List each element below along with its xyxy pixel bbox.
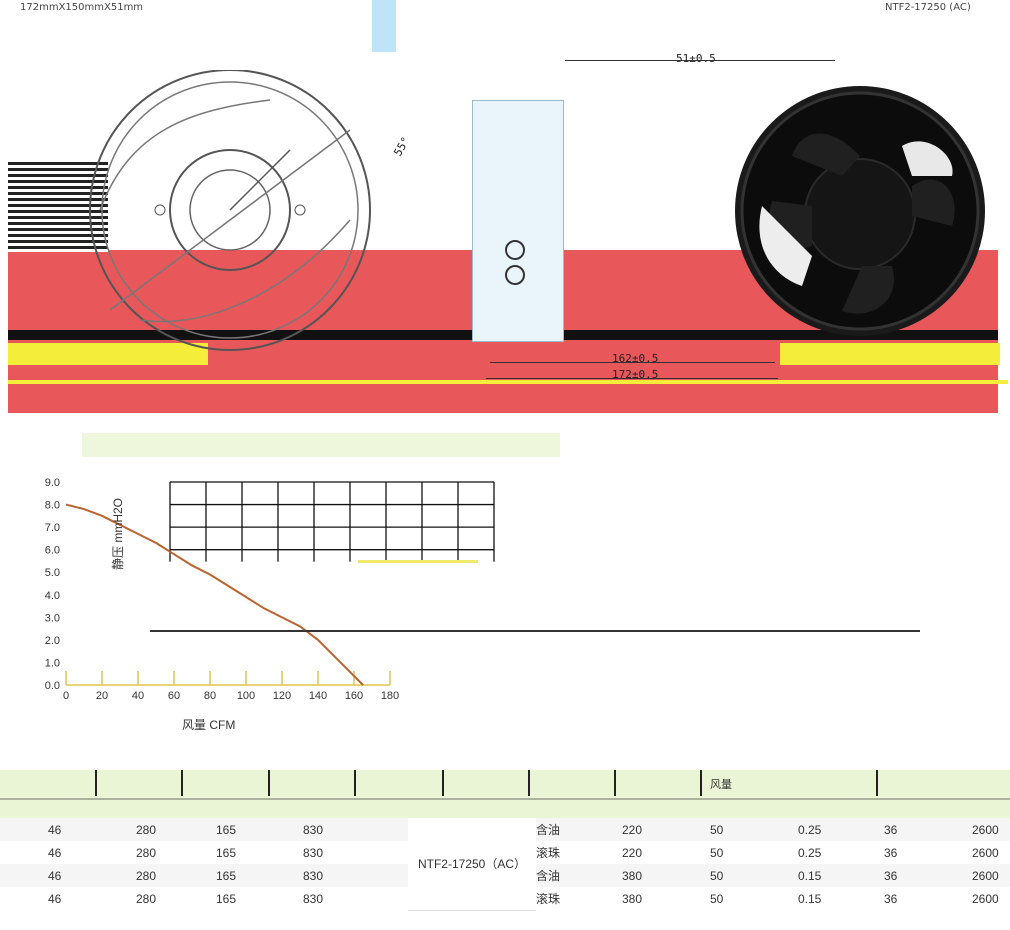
y-tick-label: 6.0 (45, 545, 60, 557)
cell: 46 (48, 864, 136, 887)
cell: 165 (216, 845, 237, 860)
y-ticks: 0.0 1.0 2.0 3.0 4.0 5.0 6.0 7.0 8.0 9.0 (45, 477, 60, 692)
cell: 280 (136, 818, 216, 841)
x-tick-label: 20 (96, 690, 108, 702)
cell: 滚珠 (536, 846, 561, 860)
table-row: 46 280 165 830 滚珠 380 50 0.15 36 2600 (0, 887, 1010, 910)
cell: 50 (710, 891, 724, 906)
cell: 280 (136, 891, 157, 906)
fan-outline-drawing (89, 70, 371, 351)
depth-line (565, 60, 835, 61)
cell: 36 (884, 864, 972, 887)
cell: 2600 (972, 818, 1010, 841)
cell: 830 (303, 818, 408, 841)
x-tick-label: 40 (132, 690, 144, 702)
cell: 36 (884, 845, 898, 860)
cell: 220 (622, 818, 710, 841)
x-axis-title: 风量 CFM (182, 718, 235, 732)
cell: 165 (216, 864, 303, 887)
cell: 220 (622, 845, 643, 860)
outer-dim-line (486, 378, 778, 379)
y-tick-label: 2.0 (45, 635, 60, 647)
x-tick-label: 60 (168, 690, 180, 702)
top-model-label: NTF2-17250 (AC) (885, 2, 971, 13)
model-cell: NTF2-17250（AC） (408, 818, 536, 911)
top-size-label: 172mmX150mmX51mm (20, 2, 144, 13)
cell: 36 (884, 818, 972, 841)
cell: 含油 (536, 818, 622, 841)
cell: 50 (710, 845, 724, 860)
cell: 36 (884, 891, 898, 906)
cell: 280 (136, 845, 157, 860)
y-tick-label: 9.0 (45, 477, 60, 489)
chart-curve (65, 503, 364, 686)
yellow-band-left (8, 343, 208, 365)
cell: 50 (710, 818, 798, 841)
cell: 0.15 (798, 891, 822, 906)
cell: 46 (48, 891, 62, 906)
x-tick-label: 120 (273, 690, 291, 702)
cell: 280 (136, 864, 216, 887)
yellow-line (8, 380, 1008, 384)
yellow-band-right (780, 343, 1000, 365)
inner-dim-line (490, 362, 775, 363)
x-tick-label: 140 (309, 690, 327, 702)
x-tick-label: 0 (63, 690, 69, 702)
cell: 830 (303, 845, 324, 860)
table-row: 46 280 165 830 NTF2-17250（AC） 含油 220 50 … (0, 818, 1010, 911)
inner-dimension: 162±0.5 (612, 352, 659, 365)
x-tick-label: 160 (345, 690, 363, 702)
table-header: 风量 (0, 770, 1010, 818)
cell: 380 (622, 864, 710, 887)
table-row: 46 280 165 830 滚珠 220 50 0.25 36 2600 (0, 841, 1010, 864)
chart-header-bar (82, 433, 560, 457)
outer-dimension: 172±0.5 (612, 368, 659, 381)
cell: 830 (303, 891, 324, 906)
cell: 滚珠 (536, 892, 561, 906)
depth-dimension: 51±0.5 (676, 52, 716, 65)
y-tick-label: 3.0 (45, 612, 60, 624)
glitch-strip-yellow (358, 560, 478, 563)
table-row: 46 280 165 830 含油 380 50 0.15 36 2600 (0, 864, 1010, 887)
performance-chart: 0 20 40 60 80 100 120 140 160 180 0.0 1.0 2.0 3.0 4.0… (45, 477, 920, 732)
chart-grid (65, 481, 495, 686)
y-tick-label: 7.0 (45, 522, 60, 534)
cell: 50 (710, 864, 798, 887)
striped-block (8, 162, 108, 252)
cell: 46 (48, 818, 136, 841)
group-header-label: 风量 (710, 778, 732, 791)
x-tick-label: 180 (381, 690, 399, 702)
cell: 2600 (972, 891, 999, 906)
cell: 0.25 (798, 818, 884, 841)
header-rule (0, 798, 1010, 800)
cell: 0.15 (798, 864, 884, 887)
product-drawing: 172mmX150mmX51mm NTF2-17250 (AC) 55° 51±… (0, 0, 1010, 415)
y-tick-label: 4.0 (45, 590, 60, 602)
cell: 0.25 (798, 845, 822, 860)
cell: 380 (622, 891, 643, 906)
x-tick-label: 80 (204, 690, 216, 702)
cell: 165 (216, 818, 303, 841)
cell: 46 (48, 845, 62, 860)
x-tick-label: 100 (237, 690, 255, 702)
y-tick-label: 1.0 (45, 657, 60, 669)
spec-table: 46 280 165 830 NTF2-17250（AC） 含油 220 50 … (0, 818, 1010, 911)
y-axis-title: 静压 mmH2O (111, 498, 125, 570)
connector-icon-2 (505, 265, 525, 285)
cell: 2600 (972, 845, 999, 860)
x-ticks: 0 20 40 60 80 100 120 140 160 180 (63, 690, 399, 702)
side-view (472, 100, 564, 342)
y-tick-label: 8.0 (45, 500, 60, 512)
glitch-line (150, 630, 920, 632)
y-tick-label: 5.0 (45, 567, 60, 579)
fan-photo (735, 86, 985, 336)
cell: 830 (303, 864, 408, 887)
cell: 2600 (972, 864, 1010, 887)
series-line (65, 503, 364, 686)
cell: 含油 (536, 864, 622, 887)
connector-icon (505, 240, 525, 260)
y-tick-label: 0.0 (45, 680, 60, 692)
blue-marker (372, 0, 396, 52)
cell: 165 (216, 891, 237, 906)
